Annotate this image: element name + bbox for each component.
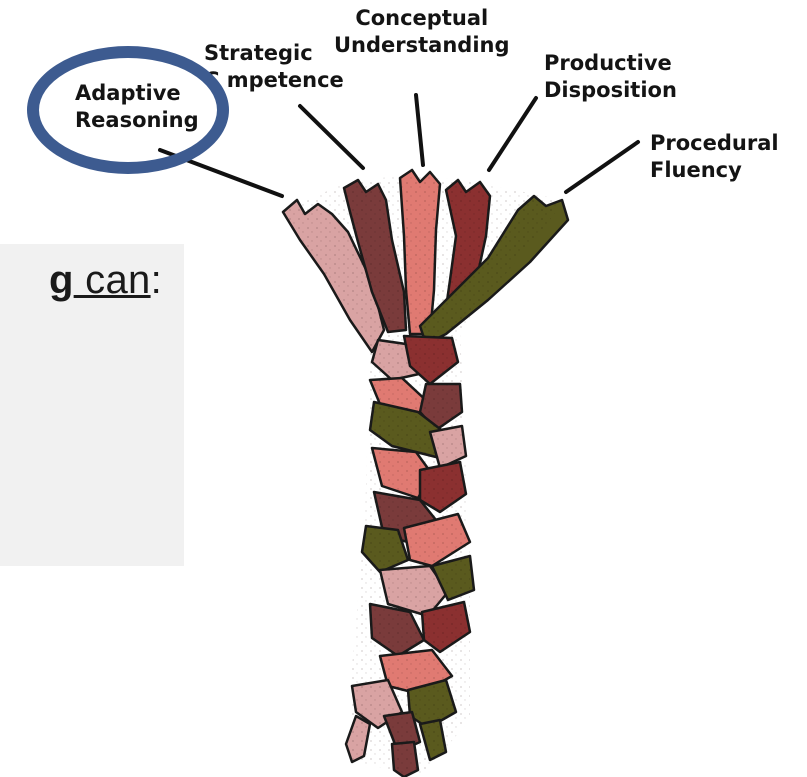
label-strategic-line2: C mpetence — [204, 67, 344, 94]
label-productive-disposition: Productive Disposition — [544, 50, 677, 104]
label-procedural-line1: Procedural — [650, 130, 779, 157]
label-conceptual-line2: Understanding — [334, 32, 510, 59]
highlight-ellipse — [27, 46, 229, 174]
label-strategic-line1: Strategic — [204, 40, 344, 67]
label-conceptual-understanding: Conceptual Understanding — [334, 5, 510, 59]
pointer-procedural — [566, 142, 638, 192]
label-conceptual-line1: Conceptual — [334, 5, 510, 32]
label-procedural-fluency: Procedural Fluency — [650, 130, 779, 184]
pointer-productive — [489, 98, 536, 170]
pointer-strategic — [300, 106, 363, 168]
label-strategic-competence: Strategic C mpetence — [204, 40, 344, 94]
label-productive-line1: Productive — [544, 50, 677, 77]
label-procedural-line2: Fluency — [650, 157, 779, 184]
pointer-conceptual — [416, 95, 423, 165]
label-productive-line2: Disposition — [544, 77, 677, 104]
